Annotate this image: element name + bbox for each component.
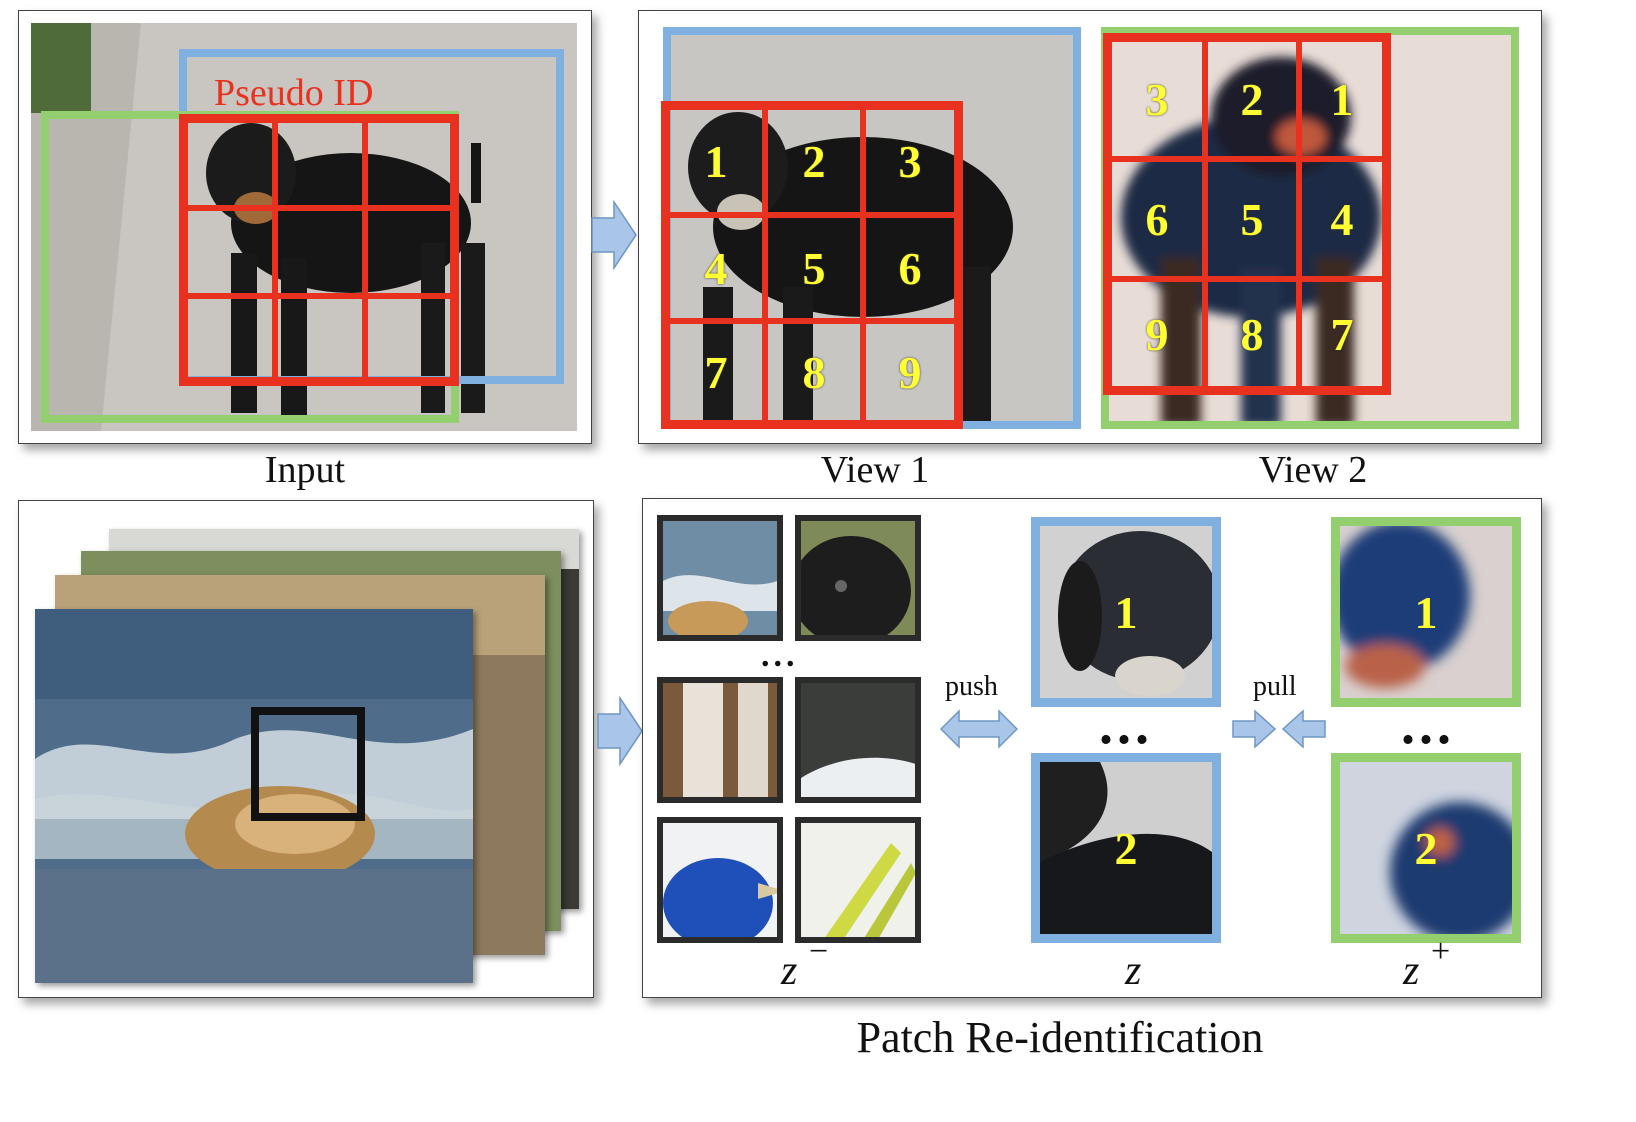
view2-photo: [1101, 27, 1519, 429]
patch-reid-panel: 1 2 1 2 ... ... ... push pull z − z z +: [642, 498, 1542, 998]
view1-caption: View 1: [820, 449, 930, 491]
grid-cell: [365, 120, 453, 208]
anchor-z-label: z: [1125, 948, 1142, 994]
selected-patch-box: [251, 707, 365, 821]
grid-cell: 5: [765, 215, 863, 321]
grid-cell: 8: [765, 321, 863, 423]
grid-cell: [365, 296, 453, 380]
positive-patch-number: 2: [1414, 823, 1438, 874]
grid-cell: 5: [1205, 159, 1299, 279]
grid-cell: 3: [1109, 39, 1205, 159]
grid-cell: 4: [667, 215, 765, 321]
grid-cell: [185, 296, 275, 380]
grid-cell: [275, 296, 365, 380]
positive-patch: 1: [1331, 517, 1521, 707]
grid-cell: [185, 208, 275, 296]
pseudo-id-label: Pseudo ID: [214, 72, 374, 114]
negative-z-superscript: −: [809, 933, 829, 970]
grid-cell: 2: [765, 107, 863, 215]
negative-patch: [795, 817, 921, 943]
negative-z-label: z: [781, 948, 798, 994]
positive-z-label: z: [1403, 948, 1420, 994]
anchor-patch: 1: [1031, 517, 1221, 707]
input-panel: Pseudo ID: [18, 10, 592, 444]
grid-cell: 4: [1299, 159, 1385, 279]
positive-patch-number: 1: [1414, 587, 1438, 638]
push-label: push: [945, 671, 998, 702]
grid-cell: [185, 120, 275, 208]
positive-ellipsis: ...: [1401, 694, 1455, 756]
anchor-patch-number: 1: [1114, 587, 1138, 638]
negative-patch: [657, 515, 783, 641]
dataset-panel: [18, 500, 594, 998]
negative-ellipsis: ...: [761, 637, 799, 674]
pseudo-id-grid: [179, 114, 459, 386]
anchor-patch-number: 2: [1114, 823, 1138, 874]
views-panel: 1 2 3 4 5 6 7 8 9 3 2 1 6 5 4: [638, 10, 1542, 444]
grid-cell: 9: [1109, 279, 1205, 389]
positive-patch: 2: [1331, 753, 1521, 943]
grid-cell: 1: [667, 107, 765, 215]
patch-reid-caption: Patch Re-identification: [856, 1013, 1264, 1062]
right-arrow-icon: [597, 696, 643, 766]
negative-patch: [795, 515, 921, 641]
negative-patch: [657, 817, 783, 943]
right-arrow-icon: [591, 200, 637, 270]
grid-cell: [275, 208, 365, 296]
pull-label: pull: [1253, 671, 1297, 702]
grid-cell: 6: [1109, 159, 1205, 279]
negative-patch: [657, 677, 783, 803]
grid-cell: 6: [863, 215, 957, 321]
grid-cell: [365, 208, 453, 296]
input-caption: Input: [264, 449, 346, 491]
view2-grid: 3 2 1 6 5 4 9 8 7: [1103, 33, 1391, 395]
push-double-arrow-icon: [939, 709, 1019, 749]
grid-cell: 7: [667, 321, 765, 423]
grid-cell: [275, 120, 365, 208]
view2-caption: View 2: [1258, 449, 1368, 491]
anchor-patch: 2: [1031, 753, 1221, 943]
grid-cell: 9: [863, 321, 957, 423]
grid-cell: 3: [863, 107, 957, 215]
positive-z-superscript: +: [1431, 933, 1451, 970]
negative-patch: [795, 677, 921, 803]
grid-cell: 2: [1205, 39, 1299, 159]
grid-cell: 8: [1205, 279, 1299, 389]
grid-cell: 7: [1299, 279, 1385, 389]
pull-arrows-icon: [1232, 709, 1326, 749]
view1-grid: 1 2 3 4 5 6 7 8 9: [661, 101, 963, 429]
anchor-ellipsis: ...: [1099, 694, 1153, 756]
grid-cell: 1: [1299, 39, 1385, 159]
